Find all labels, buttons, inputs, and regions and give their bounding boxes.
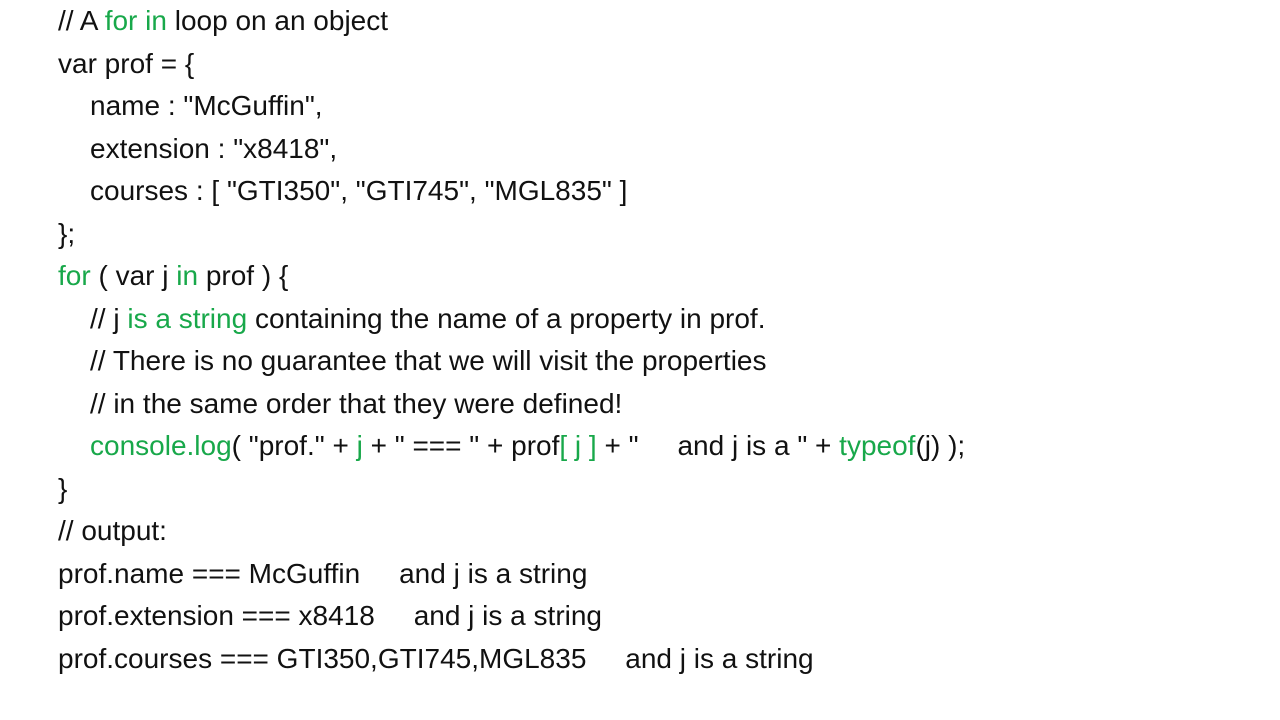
code-text: + " === " + prof xyxy=(362,430,560,461)
code-line: // There is no guarantee that we will vi… xyxy=(58,340,1258,383)
code-text: loop on an object xyxy=(166,5,389,36)
code-keyword: in xyxy=(176,260,199,291)
code-line: var prof = { xyxy=(58,43,1258,86)
code-line: prof.name === McGuffin and j is a string xyxy=(58,553,1258,596)
code-line: // A for in loop on an object xyxy=(58,0,1258,43)
code-line: extension : "x8418", xyxy=(58,128,1258,171)
code-text: name : "McGuffin", xyxy=(90,90,323,121)
code-text: prof.courses === GTI350,GTI745,MGL835 an… xyxy=(58,642,814,674)
code-text: prof ) { xyxy=(198,260,289,291)
code-line: name : "McGuffin", xyxy=(58,85,1258,128)
code-text: }; xyxy=(58,217,76,249)
code-line: // j is a string containing the name of … xyxy=(58,298,1258,341)
code-text: // j xyxy=(90,302,128,334)
code-line: // output: xyxy=(58,510,1258,553)
code-keyword: for in xyxy=(104,5,167,36)
code-text: // There is no guarantee that we will vi… xyxy=(90,345,767,376)
code-keyword: typeof xyxy=(839,430,916,461)
code-block: // A for in loop on an object var prof = … xyxy=(58,0,1258,680)
code-keyword: for xyxy=(58,260,91,291)
code-text: (j) ); xyxy=(915,430,966,461)
code-text: // A xyxy=(58,5,105,36)
code-text: // in the same order that they were defi… xyxy=(90,387,623,419)
code-text: ( "prof." + xyxy=(231,430,357,461)
code-line: prof.courses === GTI350,GTI745,MGL835 an… xyxy=(58,638,1258,681)
code-line: prof.extension === x8418 and j is a stri… xyxy=(58,595,1258,638)
code-line: for ( var j in prof ) { xyxy=(58,255,1258,298)
code-keyword: j xyxy=(356,430,363,461)
code-line: }; xyxy=(58,213,1258,256)
code-text: prof.extension === x8418 and j is a stri… xyxy=(58,600,603,631)
code-line: } xyxy=(58,468,1258,511)
code-text: prof.name === McGuffin and j is a string xyxy=(58,557,588,589)
code-text: var prof = { xyxy=(58,47,195,79)
code-text: courses : [ "GTI350", "GTI745", "MGL835"… xyxy=(90,175,628,206)
code-text: extension : "x8418", xyxy=(90,132,338,164)
code-line: console.log( "prof." + j + " === " + pro… xyxy=(58,425,1258,468)
code-keyword: console.log xyxy=(90,430,232,461)
code-keyword: is a string xyxy=(127,302,248,334)
code-text: containing the name of a property in pro… xyxy=(247,302,766,334)
code-text: // output: xyxy=(58,515,167,546)
code-text: + " and j is a " + xyxy=(596,430,840,461)
code-text: ( var j xyxy=(90,260,177,291)
code-line: // in the same order that they were defi… xyxy=(58,383,1258,426)
code-line: courses : [ "GTI350", "GTI745", "MGL835"… xyxy=(58,170,1258,213)
code-text: } xyxy=(58,472,68,504)
code-keyword: [ j ] xyxy=(559,430,597,461)
